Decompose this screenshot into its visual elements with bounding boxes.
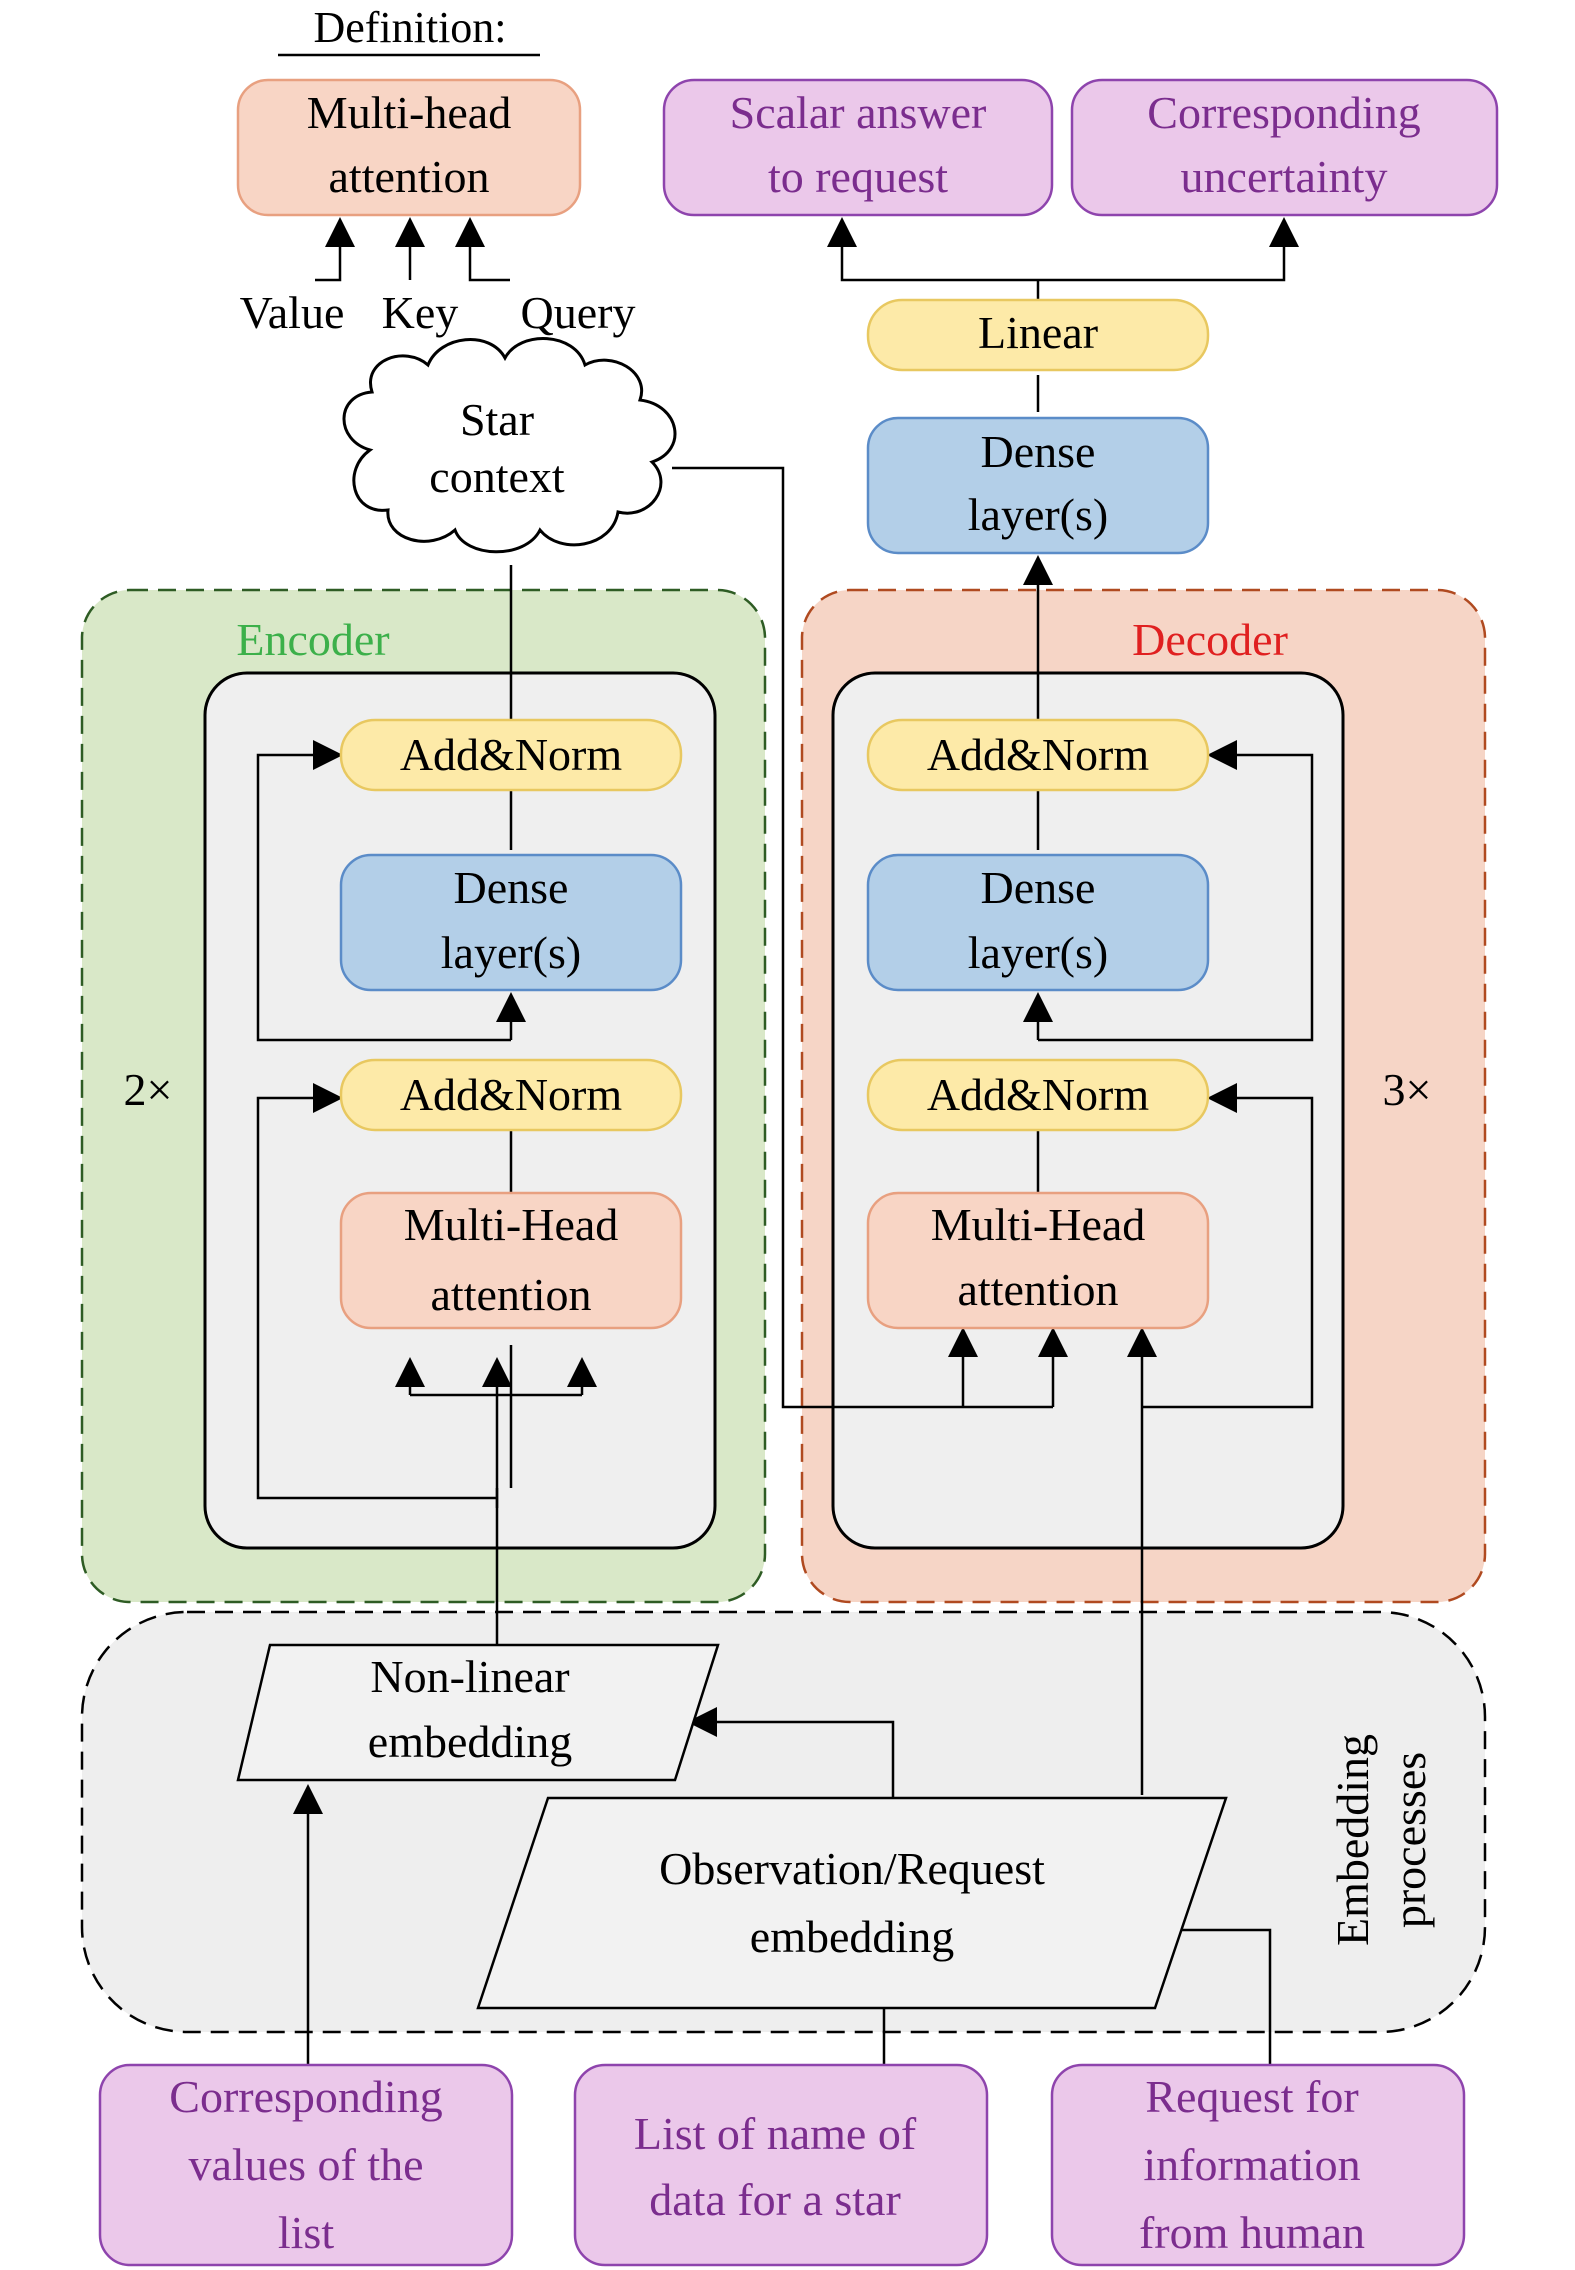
output-uncertainty-line2: uncertainty — [1181, 151, 1388, 202]
input-values-line3: list — [278, 2207, 334, 2258]
input-names-line1: List of name of — [634, 2108, 917, 2159]
definition-key-label: Key — [382, 287, 459, 338]
nonlinear-embedding-line2: embedding — [368, 1716, 572, 1767]
input-values-line1: Corresponding — [169, 2071, 442, 2122]
input-corresponding-values — [98, 2063, 514, 2267]
head-linear-label: Linear — [978, 307, 1098, 358]
observation-embedding-box — [476, 1796, 1228, 2010]
output-scalar-answer — [662, 78, 1054, 217]
observation-embedding-line1: Observation/Request — [659, 1843, 1045, 1894]
input-request-line2: information — [1143, 2139, 1360, 2190]
star-context-cloud — [342, 337, 677, 554]
definition-mha-line2: attention — [329, 151, 490, 202]
decoder-add-norm-top-label: Add&Norm — [927, 729, 1150, 780]
input-request-from-human — [1050, 2063, 1466, 2267]
star-context-line2: context — [429, 451, 565, 502]
decoder-dense-line2: layer(s) — [968, 927, 1108, 978]
decoder-mha-line2: attention — [958, 1264, 1119, 1315]
input-list-of-names — [573, 2063, 989, 2267]
input-values-line2: values of the — [188, 2139, 423, 2190]
encoder-add-norm-bottom — [339, 1058, 683, 1132]
encoder-dense-line1: Dense — [454, 862, 569, 913]
definition-value-label: Value — [240, 287, 345, 338]
output-scalar-answer-line2: to request — [768, 151, 948, 202]
definition-mha-line1: Multi-head — [307, 87, 511, 138]
decoder-add-norm-bottom-label: Add&Norm — [927, 1069, 1150, 1120]
decoder-mha-line1: Multi-Head — [931, 1199, 1146, 1250]
decoder-repeat: 3× — [1383, 1064, 1432, 1115]
connectors — [256, 217, 1314, 2075]
definition-query-label: Query — [521, 287, 636, 338]
encoder-repeat: 2× — [124, 1064, 173, 1115]
encoder-add-norm-top-label: Add&Norm — [400, 729, 623, 780]
definition-mha-box — [236, 78, 582, 217]
decoder-dense-line1: Dense — [981, 862, 1096, 913]
output-scalar-answer-line1: Scalar answer — [730, 87, 987, 138]
embedding-group-line1: Embedding — [1327, 1734, 1378, 1946]
decoder-dense — [866, 853, 1210, 992]
observation-embedding-line2: embedding — [750, 1911, 954, 1962]
output-uncertainty-line1: Corresponding — [1147, 87, 1420, 138]
nonlinear-embedding-box — [236, 1643, 720, 1782]
encoder-add-norm-top — [339, 718, 683, 792]
decoder-add-norm-bottom — [866, 1058, 1210, 1132]
decoder-label: Decoder — [1132, 614, 1288, 665]
definition-title: Definition: — [313, 3, 506, 52]
input-request-line3: from human — [1139, 2207, 1365, 2258]
encoder-dense — [339, 853, 683, 992]
encoder-mha — [339, 1191, 683, 1330]
encoder-mha-line2: attention — [431, 1269, 592, 1320]
head-dense-line1: Dense — [981, 426, 1096, 477]
decoder-mha — [866, 1191, 1210, 1330]
output-uncertainty — [1070, 78, 1499, 217]
embedding-group-line2: processes — [1384, 1752, 1435, 1928]
star-context-line1: Star — [460, 394, 534, 445]
input-request-line1: Request for — [1145, 2071, 1358, 2122]
encoder-mha-line1: Multi-Head — [404, 1199, 619, 1250]
encoder-dense-line2: layer(s) — [441, 927, 581, 978]
head-dense-line2: layer(s) — [968, 489, 1108, 540]
encoder-add-norm-bottom-label: Add&Norm — [400, 1069, 623, 1120]
head-linear — [866, 298, 1210, 372]
encoder-label: Encoder — [236, 614, 389, 665]
head-dense — [866, 416, 1210, 555]
nonlinear-embedding-line1: Non-linear — [370, 1651, 569, 1702]
input-names-line2: data for a star — [649, 2174, 901, 2225]
decoder-add-norm-top — [866, 718, 1210, 792]
